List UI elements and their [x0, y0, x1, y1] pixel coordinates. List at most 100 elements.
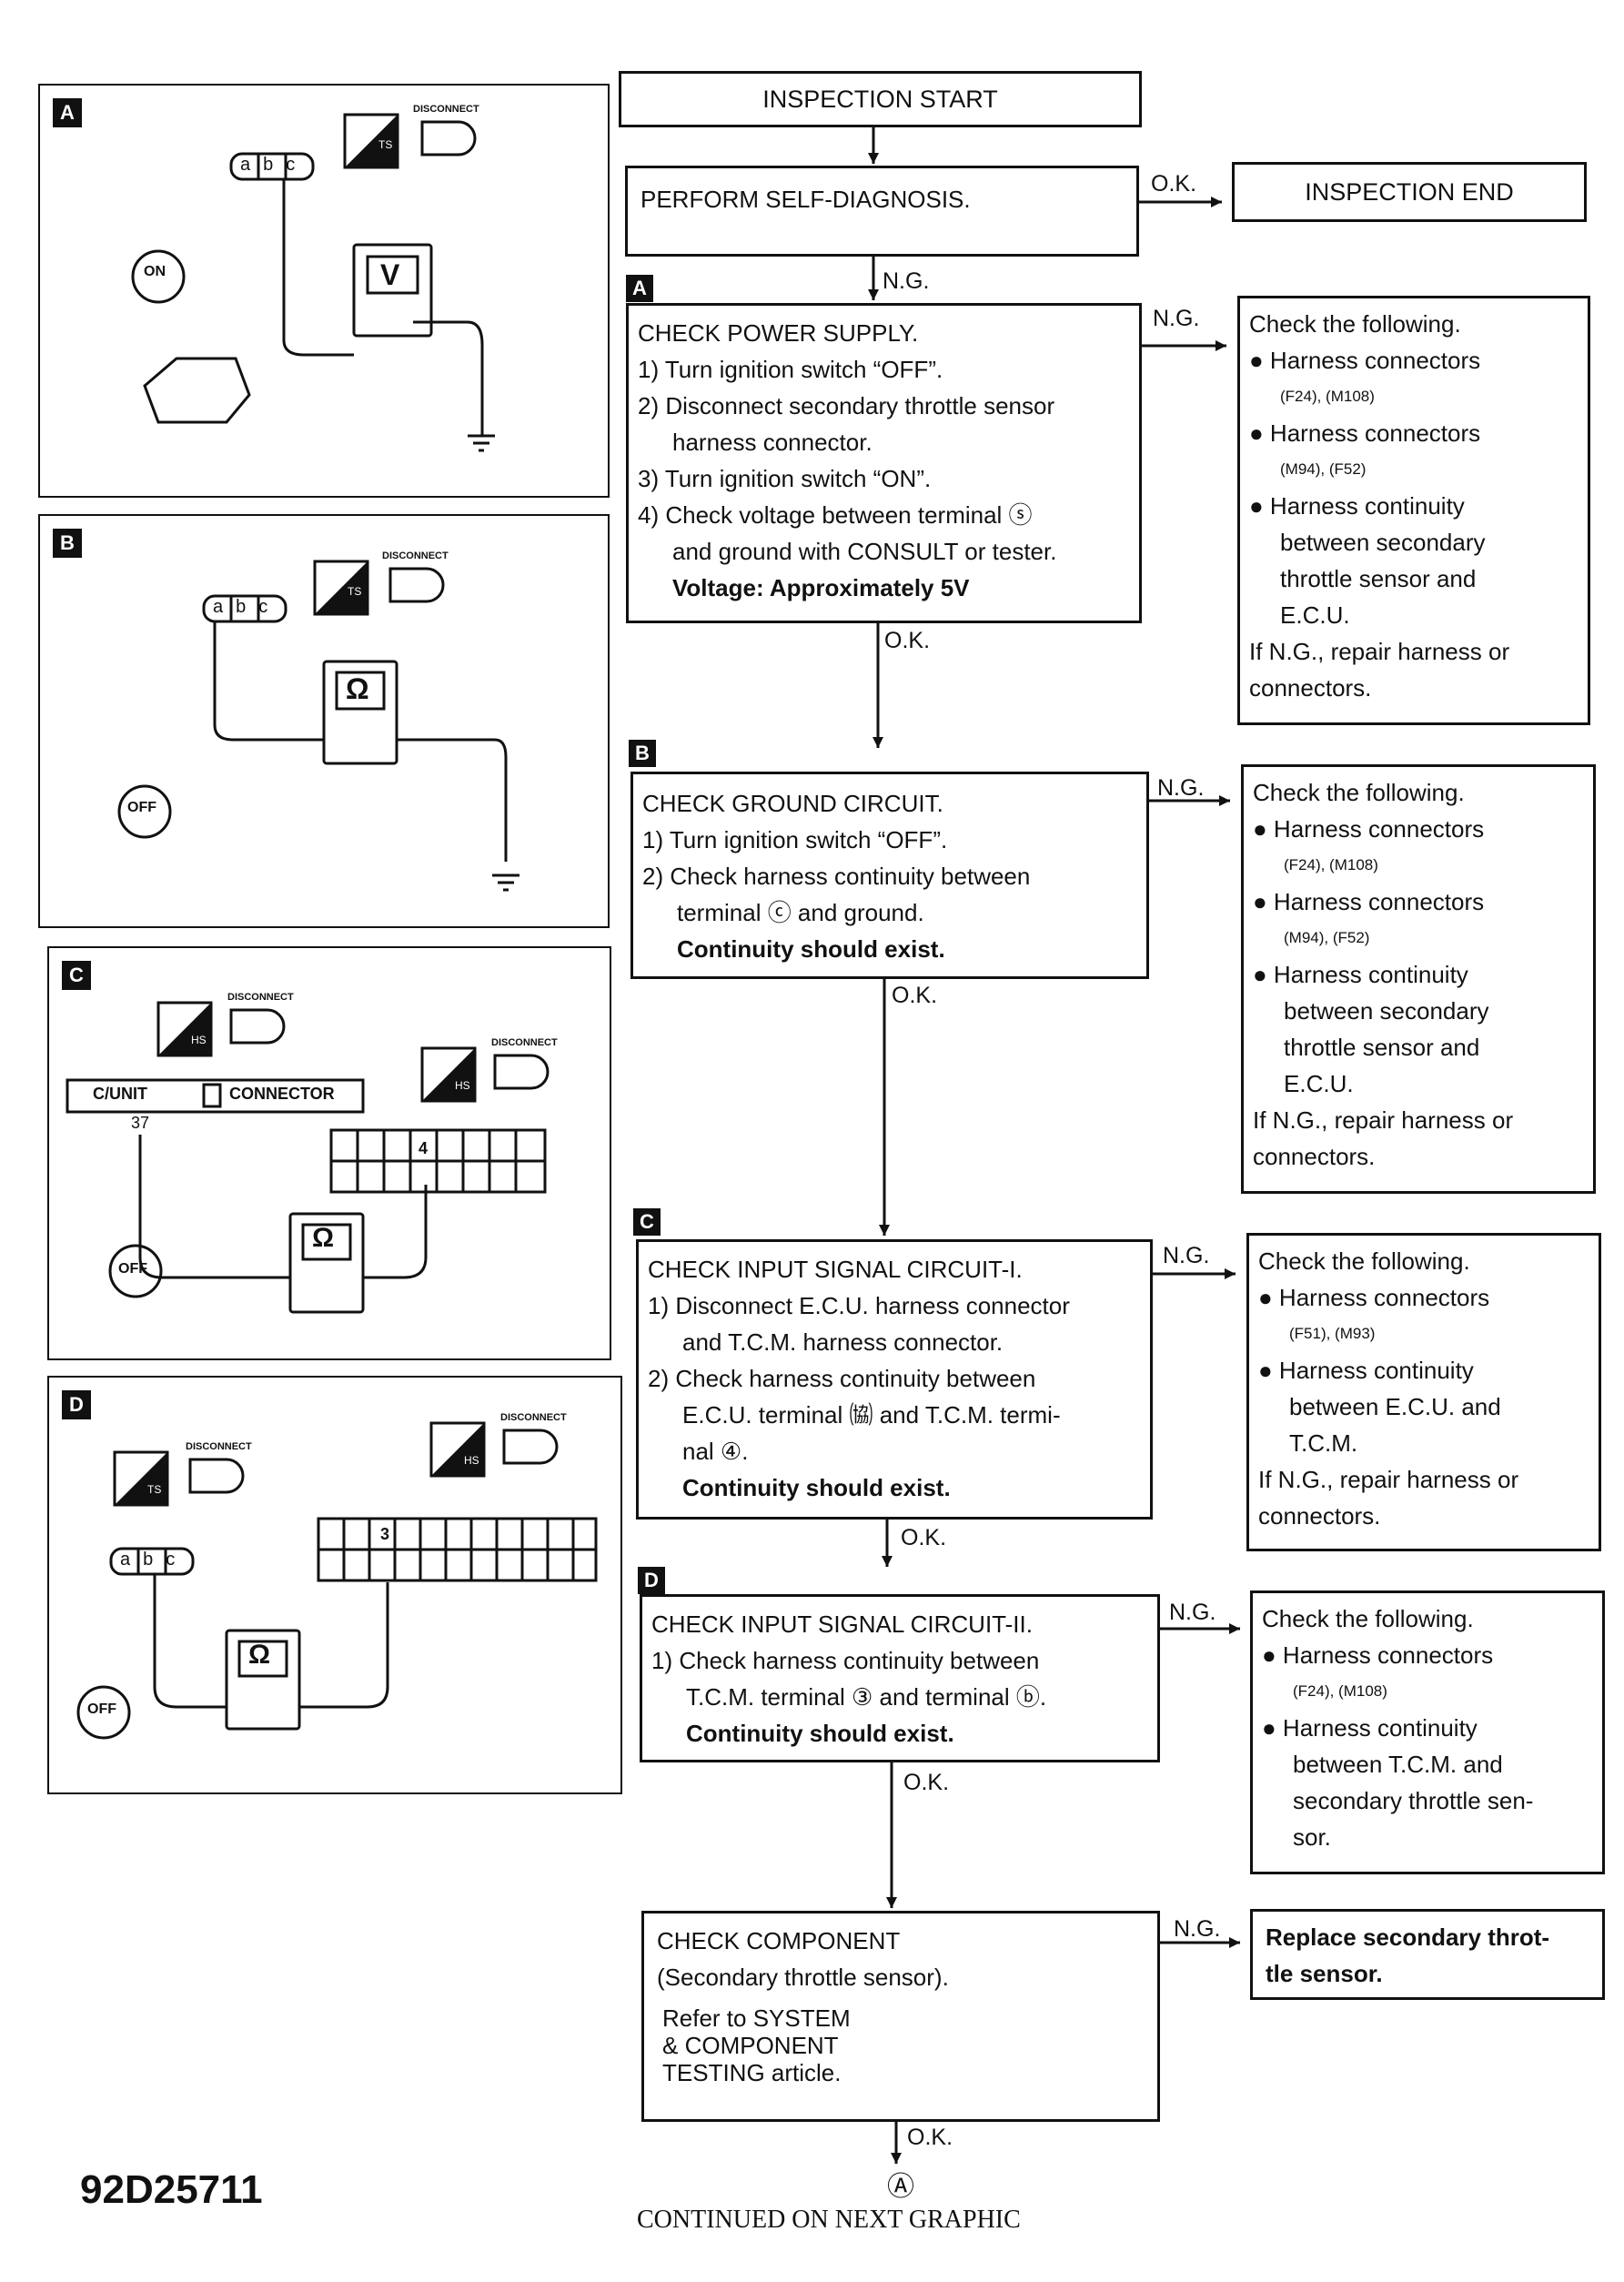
- panel-c-drawing: [66, 1001, 550, 1314]
- step-line: harness connector.: [672, 429, 873, 456]
- cunit-connector-icon: [66, 1078, 365, 1114]
- step-line: 4) Check voltage between terminal ⓢ: [638, 501, 1033, 529]
- ng-label: N.G.: [1169, 1600, 1216, 1625]
- disconnect-label: DISCONNECT: [186, 1441, 252, 1452]
- step-spec: Continuity should exist.: [686, 1720, 954, 1747]
- step-title: CHECK GROUND CIRCUIT.: [642, 790, 943, 817]
- ng-ground-box: Check the following. ● Harness connector…: [1241, 764, 1596, 1194]
- ng-line: (F24), (M108): [1293, 1682, 1387, 1700]
- ng-line: T.C.M.: [1289, 1429, 1358, 1457]
- step-title: CHECK COMPONENT: [657, 1927, 901, 1954]
- disconnect-label: DISCONNECT: [382, 550, 449, 561]
- ng-line: ● Harness connectors: [1262, 1641, 1494, 1669]
- diagram-panel-c: C C/UNIT CONNECTOR 37 4 Ω OFF HS HS D: [47, 946, 611, 1360]
- disconnect-icon: [229, 1008, 286, 1045]
- disconnect-icon: [502, 1429, 559, 1465]
- ohmmeter-icon: [225, 1629, 301, 1731]
- step-line: and T.C.M. harness connector.: [682, 1328, 1004, 1356]
- voltmeter-symbol: V: [380, 258, 400, 291]
- inspection-start-text: INSPECTION START: [762, 85, 998, 113]
- pin-4-label: 4: [419, 1139, 429, 1157]
- ng-line: ● Harness continuity: [1262, 1714, 1478, 1742]
- connector-abc-icon: [229, 152, 315, 181]
- ng-label: N.G.: [1163, 1243, 1210, 1268]
- ng-line: ● Harness continuity: [1249, 492, 1465, 520]
- ignition-key-icon: [131, 249, 186, 304]
- ohm-symbol: Ω: [248, 1640, 271, 1670]
- step-line: Refer to SYSTEM: [662, 2004, 851, 2032]
- check-power-supply-box: CHECK POWER SUPPLY. 1) Turn ignition swi…: [626, 303, 1142, 623]
- ignition-key-icon: [76, 1685, 131, 1740]
- ng-line: Check the following.: [1253, 779, 1465, 806]
- probe-wire: [282, 179, 354, 357]
- step-line: & COMPONENT: [662, 2032, 839, 2059]
- pin-37-label: 37: [131, 1114, 150, 1132]
- disconnect-label: DISCONNECT: [500, 1412, 567, 1423]
- ng-label: N.G.: [1157, 775, 1205, 801]
- ok-label: O.K.: [892, 983, 938, 1008]
- ng-line: E.C.U.: [1284, 1070, 1354, 1097]
- step-line: (Secondary throttle sensor).: [657, 1964, 949, 1991]
- panel-b-drawing: [117, 560, 519, 892]
- step-line: 2) Check harness continuity between: [648, 1365, 1036, 1392]
- disconnect-label: DISCONNECT: [491, 1037, 558, 1048]
- ng-line: E.C.U.: [1280, 601, 1350, 629]
- disconnect-icon: [388, 567, 445, 603]
- ng-line: tle sensor.: [1266, 1960, 1383, 1987]
- ng-power-box: Check the following. ● Harness connector…: [1237, 296, 1590, 725]
- ok-label: O.K.: [884, 628, 931, 653]
- inspection-end-text: INSPECTION END: [1305, 177, 1514, 206]
- probe-wire: [153, 1574, 227, 1709]
- connector-label: CONNECTOR: [229, 1085, 335, 1103]
- ignition-off-label: OFF: [87, 1701, 116, 1717]
- ng-line: If N.G., repair harness or: [1249, 638, 1510, 665]
- disconnect-label: DISCONNECT: [413, 104, 479, 115]
- connector-pins: abc: [213, 597, 281, 617]
- ng-input1-box: Check the following. ● Harness connector…: [1246, 1233, 1601, 1551]
- cunit-label: C/UNIT: [93, 1085, 147, 1103]
- hs-label: HS: [455, 1079, 470, 1092]
- ground-wire: [413, 320, 484, 404]
- disconnect-icon: [188, 1458, 245, 1494]
- ng-line: Check the following.: [1262, 1605, 1474, 1632]
- ng-line: (F24), (M108): [1284, 856, 1378, 873]
- check-component-box: CHECK COMPONENT (Secondary throttle sens…: [641, 1911, 1160, 2122]
- ignition-on-label: ON: [144, 264, 166, 279]
- self-diagnosis-box: PERFORM SELF-DIAGNOSIS.: [625, 166, 1139, 257]
- ground-wire: [397, 738, 508, 862]
- disconnect-label: DISCONNECT: [227, 992, 294, 1003]
- panel-d-drawing: [76, 1421, 598, 1740]
- ng-line: (M94), (F52): [1280, 460, 1367, 478]
- ts-label: TS: [378, 138, 393, 151]
- step-title: CHECK INPUT SIGNAL CIRCUIT-II.: [651, 1611, 1033, 1638]
- step-line: nal ④.: [682, 1438, 749, 1465]
- ng-line: connectors.: [1258, 1502, 1381, 1530]
- hs-label: HS: [191, 1034, 207, 1046]
- ng-line: If N.G., repair harness or: [1258, 1466, 1519, 1493]
- step-tag-d: D: [638, 1567, 665, 1594]
- ng-line: ● Harness connectors: [1249, 419, 1481, 447]
- ignition-off-label: OFF: [127, 800, 156, 815]
- ohmmeter-icon: [288, 1212, 365, 1314]
- ng-line: throttle sensor and: [1284, 1034, 1480, 1061]
- ohm-symbol: Ω: [312, 1223, 335, 1253]
- ng-line: throttle sensor and: [1280, 565, 1477, 592]
- ok-label: O.K.: [907, 2125, 953, 2150]
- step-line: and ground with CONSULT or tester.: [672, 538, 1057, 565]
- ng-line: ● Harness continuity: [1258, 1357, 1474, 1384]
- ng-line: (M94), (F52): [1284, 929, 1370, 946]
- ohmmeter-icon: [322, 660, 398, 765]
- step-line: terminal ⓒ and ground.: [677, 899, 924, 926]
- step-tag-b: B: [629, 740, 656, 767]
- check-input-signal-1-box: CHECK INPUT SIGNAL CIRCUIT-I. 1) Disconn…: [636, 1239, 1153, 1520]
- ng-line: (F24), (M108): [1280, 388, 1375, 405]
- step-line: 2) Check harness continuity between: [642, 863, 1031, 890]
- self-diagnosis-text: PERFORM SELF-DIAGNOSIS.: [641, 186, 971, 213]
- inspection-end-box: INSPECTION END: [1232, 162, 1587, 222]
- ok-label: O.K.: [903, 1770, 950, 1795]
- ng-line: Check the following.: [1249, 310, 1461, 338]
- step-line: TESTING article.: [662, 2059, 842, 2086]
- step-line: 1) Turn ignition switch “OFF”.: [638, 356, 943, 383]
- ng-label: N.G.: [1153, 306, 1200, 331]
- probe-wire-2: [363, 1185, 428, 1279]
